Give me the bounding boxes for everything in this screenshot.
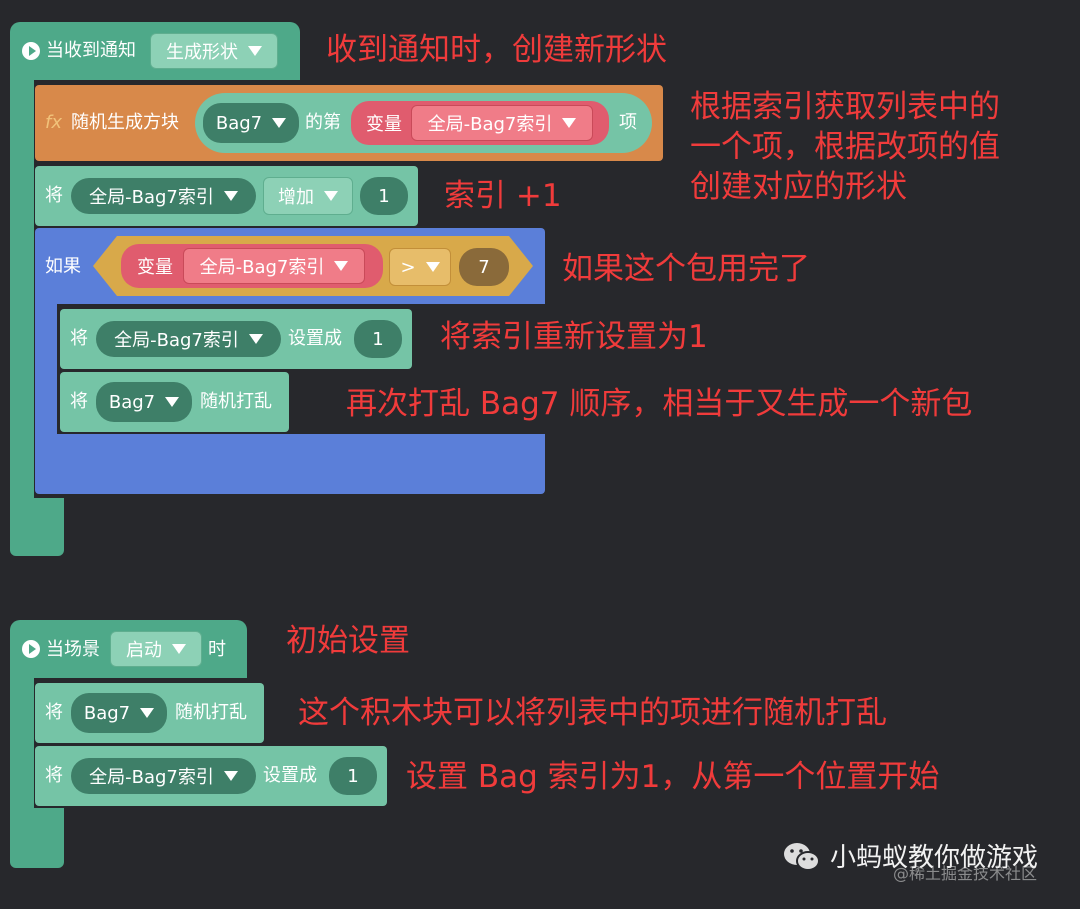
hat-label: 当场景 [46, 639, 100, 660]
shuffle-op-label: 随机打乱 [175, 702, 247, 723]
value-input[interactable]: 1 [354, 320, 402, 358]
variable-reporter[interactable]: 变量 全局-Bag7索引 [121, 244, 383, 288]
list-dropdown[interactable]: Bag7 [71, 693, 167, 733]
annotation-reshuffle: 再次打乱 Bag7 顺序，相当于又生成一个新包 [346, 386, 973, 422]
variable-dropdown[interactable]: 全局-Bag7索引 [96, 321, 281, 357]
list-dropdown[interactable]: Bag7 [96, 382, 192, 422]
event-hat-block-notify[interactable]: 当收到通知 生成形状 [10, 22, 300, 80]
comparison-operator-dropdown[interactable]: > [389, 248, 451, 286]
list-dropdown[interactable]: Bag7 [203, 103, 299, 143]
set-prefix: 将 [45, 765, 63, 786]
hat-label: 当收到通知 [46, 40, 136, 61]
scene-dropdown[interactable]: 启动 [110, 631, 202, 667]
annotation-get-item: 根据索引获取列表中的 一个项，根据改项的值 创建对应的形状 [690, 89, 1000, 205]
chevron-down-icon [248, 334, 263, 344]
increment-block[interactable]: 将 全局-Bag7索引 增加 1 [35, 166, 418, 226]
wechat-icon [782, 840, 822, 874]
function-icon: fx [45, 112, 62, 133]
list-item-reporter[interactable]: Bag7 的第 变量 全局-Bag7索引 项 [195, 93, 652, 153]
chevron-down-icon [223, 771, 238, 781]
set-prefix: 将 [45, 185, 63, 206]
script1-rail [10, 80, 34, 500]
script2-rail [10, 678, 34, 814]
notify-dropdown[interactable]: 生成形状 [150, 33, 278, 69]
play-icon [22, 42, 40, 60]
value-input[interactable]: 1 [329, 757, 377, 795]
set-index-block[interactable]: 将 全局-Bag7索引 设置成 1 [60, 309, 412, 369]
set-index-block[interactable]: 将 全局-Bag7索引 设置成 1 [35, 746, 387, 806]
annotation-bag-empty: 如果这个包用完了 [562, 251, 810, 287]
of-label: 的第 [305, 112, 341, 133]
chevron-down-icon [140, 708, 155, 718]
value-input[interactable]: 1 [360, 177, 408, 215]
chevron-down-icon [248, 46, 262, 56]
watermark-brand: 小蚂蚁教你做游戏 [830, 843, 1039, 873]
compare-value-input[interactable]: 7 [459, 248, 509, 286]
set-op-label: 设置成 [263, 765, 317, 786]
set-prefix: 将 [70, 328, 88, 349]
chevron-down-icon [334, 261, 348, 271]
event-hat-block-scene-start[interactable]: 当场景 启动 时 [10, 620, 247, 678]
annotation-init: 初始设置 [286, 623, 410, 659]
chevron-down-icon [165, 397, 180, 407]
item-label: 项 [619, 112, 637, 133]
chevron-down-icon [426, 262, 440, 272]
if-block-bottom [35, 434, 545, 494]
shuffle-list-block[interactable]: 将 Bag7 随机打乱 [35, 683, 264, 743]
annotation-reset-index: 将索引重新设置为1 [440, 319, 708, 355]
function-call-block[interactable]: fx 随机生成方块 Bag7 的第 变量 全局-Bag7索引 项 [35, 85, 663, 161]
annotation-increment: 索引 +1 [444, 178, 562, 214]
compare-condition[interactable]: 变量 全局-Bag7索引 > 7 [93, 236, 533, 296]
shuffle-prefix: 将 [45, 702, 63, 723]
variable-dropdown[interactable]: 全局-Bag7索引 [71, 178, 256, 214]
annotation-set-index: 设置 Bag 索引为1，从第一个位置开始 [406, 759, 940, 795]
variable-label: 变量 [366, 114, 402, 135]
variable-dropdown[interactable]: 全局-Bag7索引 [411, 105, 593, 141]
script1-foot [10, 498, 64, 556]
watermark-sub: @稀土掘金技术社区 [893, 864, 1038, 883]
variable-dropdown[interactable]: 全局-Bag7索引 [183, 248, 365, 284]
if-label: 如果 [45, 256, 81, 277]
hat-suffix: 时 [208, 639, 226, 660]
annotation-shuffle: 这个积木块可以将列表中的项进行随机打乱 [298, 695, 887, 731]
variable-reporter[interactable]: 变量 全局-Bag7索引 [351, 101, 609, 145]
variable-dropdown[interactable]: 全局-Bag7索引 [71, 758, 256, 794]
if-block-arm [35, 304, 57, 436]
operation-dropdown[interactable]: 增加 [263, 177, 353, 215]
chevron-down-icon [272, 118, 287, 128]
if-block[interactable]: 如果 变量 全局-Bag7索引 > 7 [35, 228, 545, 304]
annotation-notify: 收到通知时，创建新形状 [326, 32, 667, 68]
shuffle-op-label: 随机打乱 [200, 391, 272, 412]
chevron-down-icon [172, 644, 186, 654]
variable-label: 变量 [137, 257, 173, 278]
chevron-down-icon [562, 118, 577, 128]
chevron-down-icon [324, 191, 338, 201]
shuffle-prefix: 将 [70, 391, 88, 412]
function-label: 随机生成方块 [71, 112, 179, 133]
chevron-down-icon [223, 191, 238, 201]
shuffle-list-block[interactable]: 将 Bag7 随机打乱 [60, 372, 289, 432]
set-op-label: 设置成 [288, 328, 342, 349]
play-icon [22, 640, 40, 658]
script2-foot [10, 808, 64, 868]
